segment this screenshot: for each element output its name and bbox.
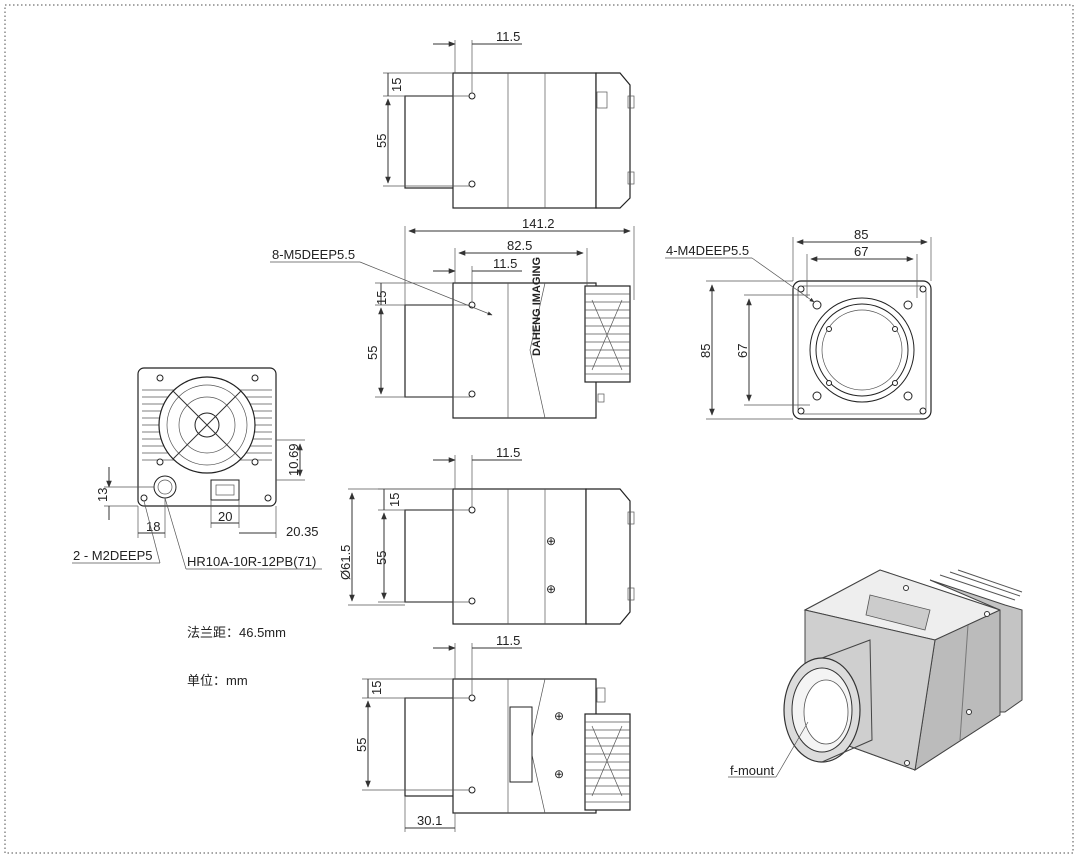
dim-bottom-55: 55: [374, 551, 389, 565]
dim-bottom-11-5: 11.5: [496, 445, 520, 460]
page-border: [4, 4, 1074, 854]
f-mount-lens-ring: [783, 639, 873, 763]
dim-top-15: 15: [389, 78, 404, 92]
dim-rear-10-69: 10.69: [286, 443, 301, 476]
dim-rear-18: 18: [146, 519, 160, 534]
dim-bottom-61-5: Ø61.5: [338, 545, 353, 580]
dim-front-141-2: 141.2: [522, 216, 555, 231]
callout-2-m2: 2 - M2DEEP5: [73, 548, 152, 563]
view-isometric: f-mount: [728, 569, 1023, 778]
lens-mount-block: [404, 95, 456, 189]
note-flange-distance: 法兰距：46.5mm: [187, 625, 286, 640]
ethernet-port-icon: [210, 479, 240, 501]
dim-rear-20-35: 20.35: [286, 524, 319, 539]
dim-front-82-5: 82.5: [507, 238, 532, 253]
view-front: DAHENG IMAGING 141.2 82.5 11.5 15 55 8-M…: [270, 216, 635, 419]
dim-front-11-5: 11.5: [493, 256, 517, 271]
heatsink-profile: [595, 72, 631, 209]
dim-mount-67-h: 67: [735, 344, 750, 358]
view-mount-face: 85 67 85 67 4-M4DEEP5.5: [665, 227, 932, 420]
note-unit: 单位：mm: [187, 673, 248, 688]
connector-icon: [153, 475, 177, 499]
dim-rear-13: 13: [95, 488, 110, 502]
screw-icon: ⊕: [554, 709, 564, 723]
dim-mount-85-h: 85: [698, 344, 713, 358]
dim-side-30-1: 30.1: [417, 813, 442, 828]
camera-body: [452, 282, 597, 419]
dim-mount-85-w: 85: [854, 227, 868, 242]
callout-hr10a: HR10A-10R-12PB(71): [187, 554, 316, 569]
mount-hole: [468, 180, 476, 188]
dim-rear-20: 20: [218, 509, 232, 524]
view-bottom: ⊕ ⊕ 11.5 15 55 Ø61.5: [338, 445, 635, 625]
dim-top-55: 55: [374, 134, 389, 148]
heatsink-fins: [584, 713, 631, 811]
fan-icon: [158, 376, 256, 474]
view-side: ⊕ ⊕ 11.5 15 55 30.1: [354, 633, 631, 832]
dim-mount-67-w: 67: [854, 244, 868, 259]
screw-icon: ⊕: [546, 582, 556, 596]
iso-heatsink: [929, 569, 1023, 713]
dim-side-11-5: 11.5: [496, 633, 520, 648]
label-window: [509, 706, 533, 783]
dim-front-15: 15: [374, 291, 389, 305]
callout-f-mount: f-mount: [730, 763, 774, 778]
dim-side-55: 55: [354, 738, 369, 752]
dim-bottom-15: 15: [387, 493, 402, 507]
brand-mark: DAHENG IMAGING: [531, 257, 543, 356]
callout-8-m5: 8-M5DEEP5.5: [272, 247, 355, 262]
dim-top-11-5: 11.5: [496, 29, 520, 44]
screw-icon: ⊕: [546, 534, 556, 548]
dim-front-55: 55: [365, 346, 380, 360]
screw-icon: ⊕: [554, 767, 564, 781]
camera-body: [452, 72, 597, 209]
dim-side-15: 15: [369, 681, 384, 695]
heatsink-fins: [584, 285, 631, 383]
callout-4-m4: 4-M4DEEP5.5: [666, 243, 749, 258]
view-rear: 10.69 13 18 20 20.35 2 - M2DEEP5 HR10A-1…: [72, 367, 322, 570]
view-top: 11.5 15 55: [374, 29, 635, 209]
